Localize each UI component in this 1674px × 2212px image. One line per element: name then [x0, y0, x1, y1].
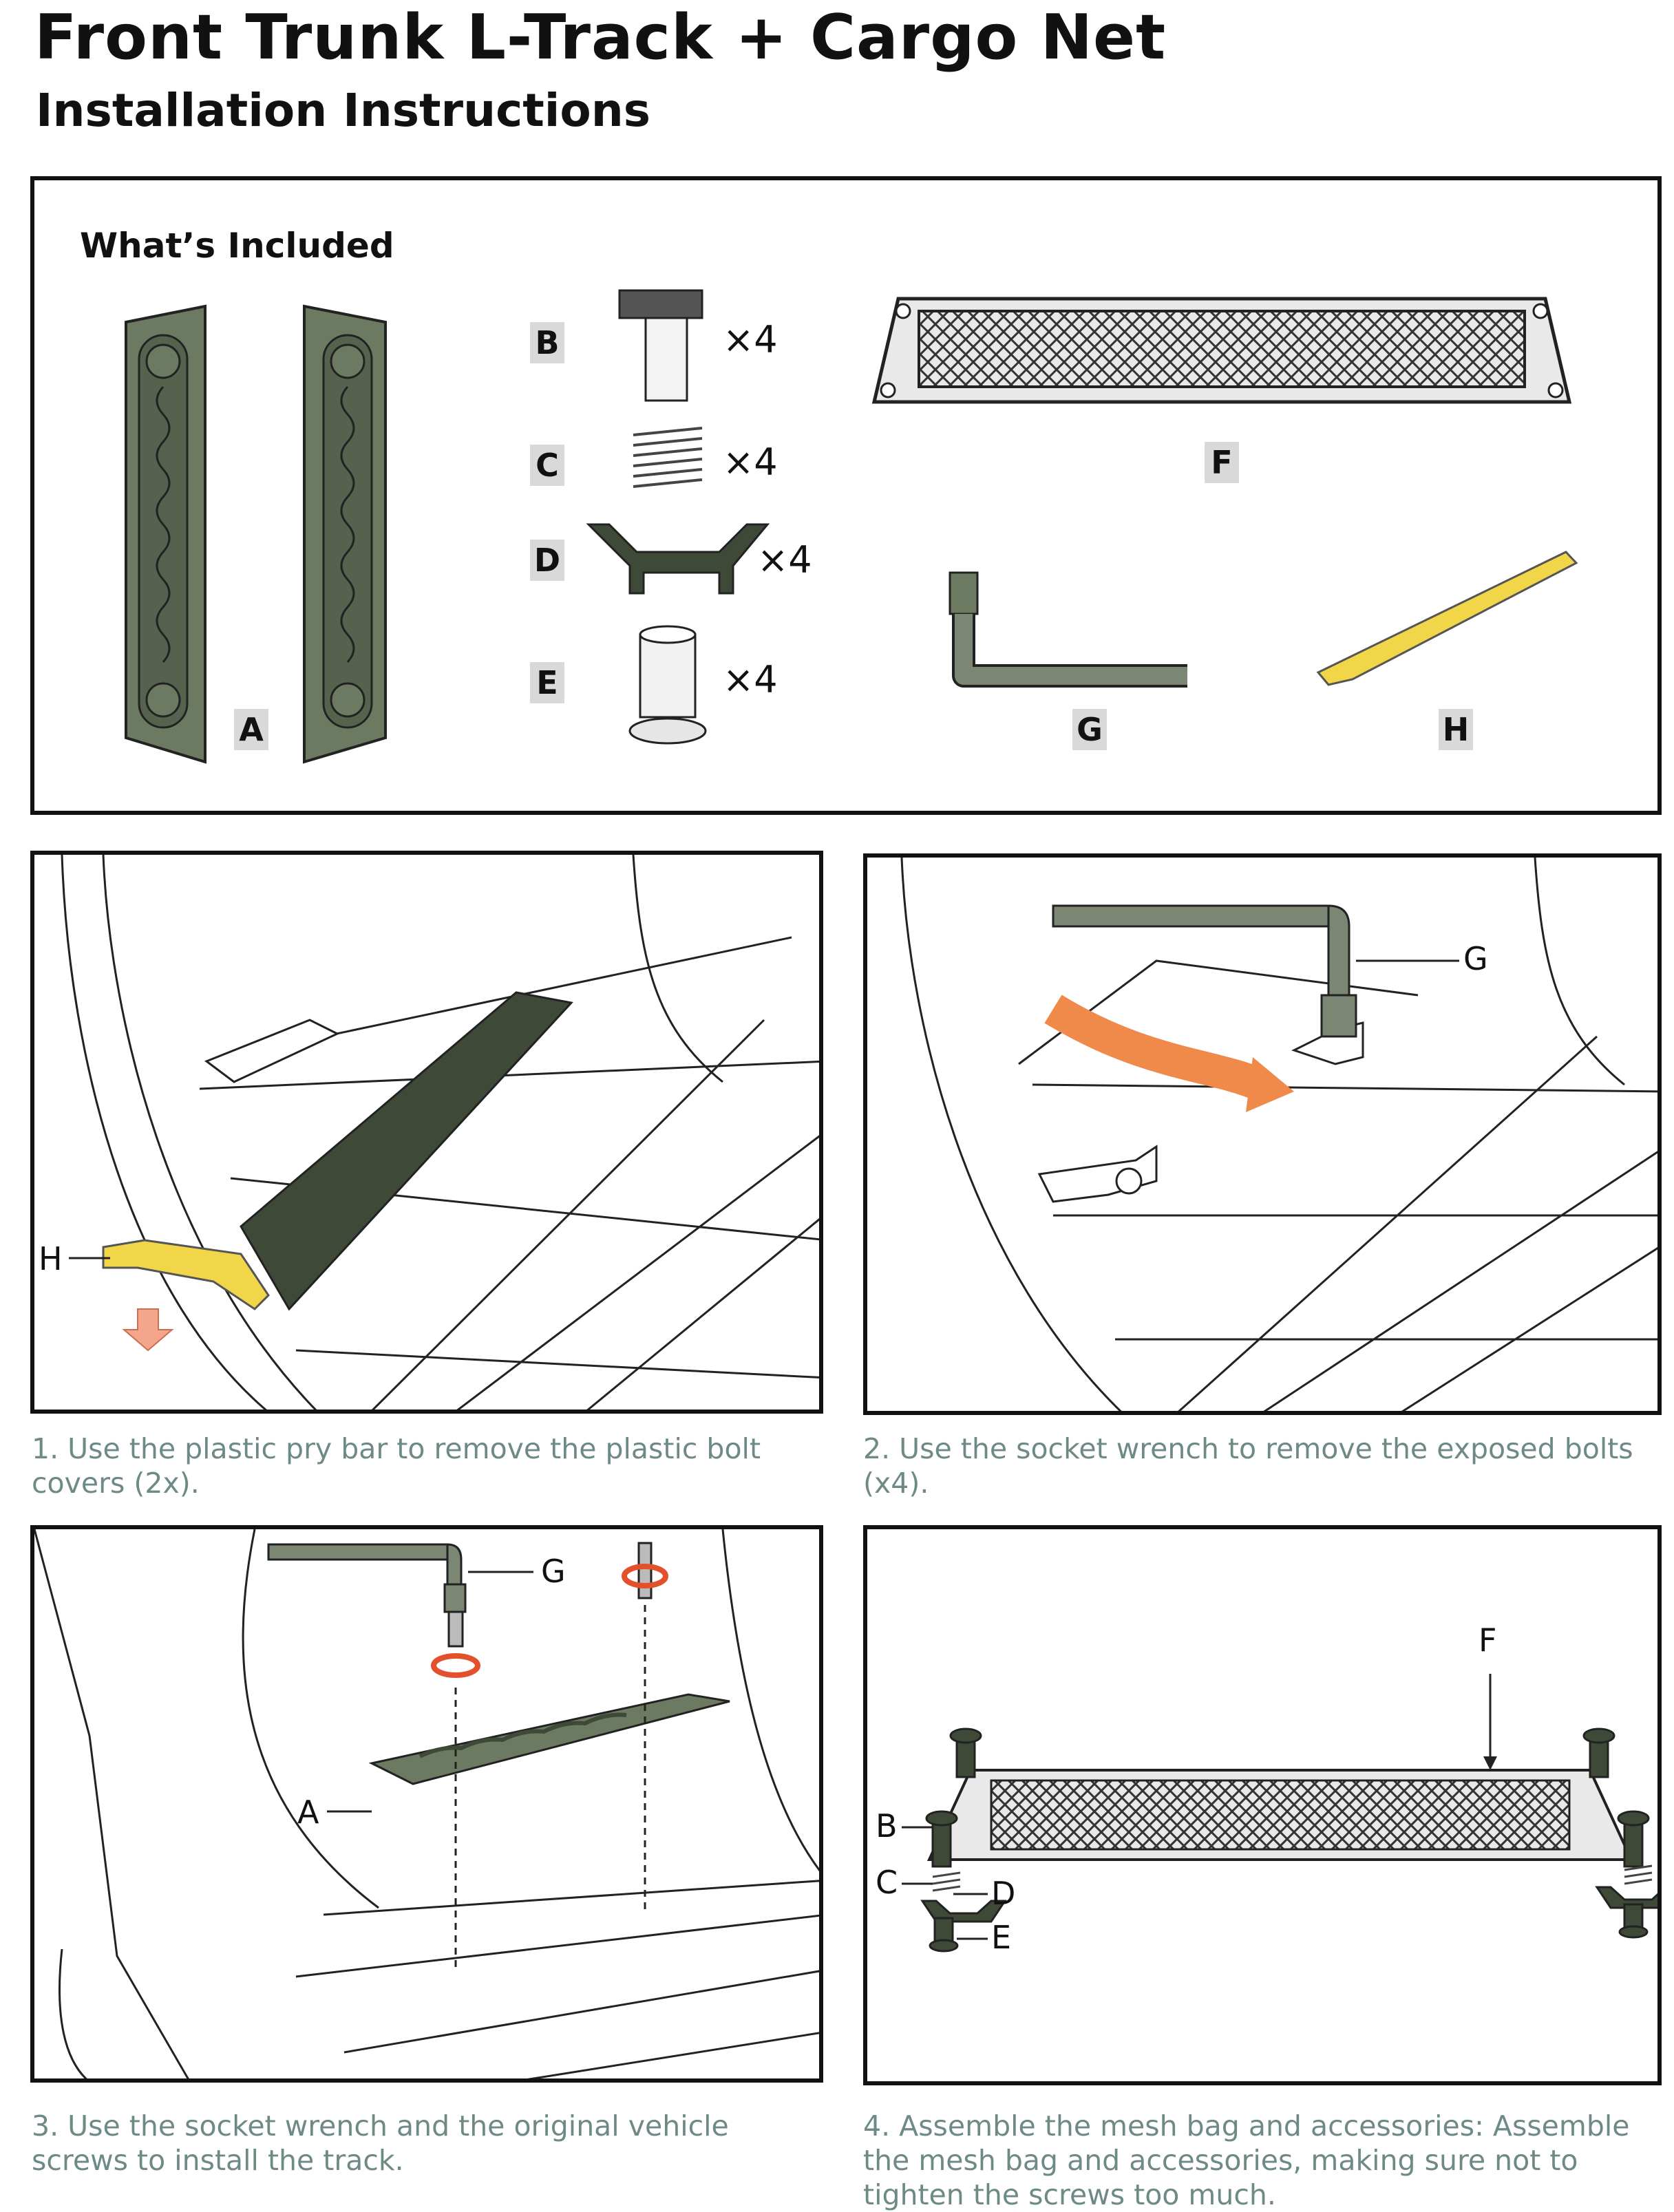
step-3-panel: G A: [30, 1525, 823, 2083]
step-1-panel: H: [30, 851, 823, 1414]
part-qty-d: ×4: [757, 538, 812, 582]
step-2-caption: 2. Use the socket wrench to remove the e…: [863, 1432, 1633, 1500]
part-label-d: D: [530, 540, 564, 581]
part-label-e: E: [530, 662, 564, 703]
part-label-a: A: [234, 709, 268, 750]
step-2-panel: G: [863, 853, 1662, 1415]
parts-illustration: [125, 289, 1578, 764]
part-label-f: F: [1205, 442, 1239, 483]
callout-b: B: [876, 1807, 898, 1844]
callout-h: H: [39, 1240, 63, 1277]
part-b-bolt: [618, 289, 703, 402]
step-3-caption: 3. Use the socket wrench and the origina…: [32, 2109, 729, 2177]
step-3-illustration: [34, 1529, 819, 2078]
step-4-panel: F B C D E: [863, 1525, 1662, 2085]
step-4-caption: 4. Assemble the mesh bag and accessories…: [863, 2109, 1630, 2211]
part-c-spring: [633, 427, 703, 488]
step-4-illustration: [902, 1674, 1657, 1953]
step-1-illustration: [61, 855, 819, 1410]
callout-e: E: [991, 1919, 1012, 1956]
part-label-c: C: [530, 445, 564, 486]
callout-d: D: [991, 1875, 1016, 1912]
part-label-b: B: [530, 322, 564, 363]
callout-g: G: [541, 1553, 566, 1590]
part-d-clip: [586, 523, 770, 595]
part-a-track-right: [303, 304, 387, 764]
part-qty-c: ×4: [723, 440, 778, 484]
whats-included-panel: What’s Included: [30, 176, 1662, 815]
callout-c: C: [876, 1864, 898, 1901]
part-g-wrench: [949, 571, 1187, 688]
callout-g: G: [1463, 940, 1488, 977]
whats-included-heading: What’s Included: [80, 226, 394, 266]
callout-f: F: [1479, 1621, 1497, 1659]
part-e-foot: [628, 625, 707, 745]
step-1-caption: 1. Use the plastic pry bar to remove the…: [32, 1432, 761, 1500]
part-a-track-left: [125, 304, 206, 764]
page-title: Front Trunk L-Track + Cargo Net: [34, 1, 1167, 74]
part-label-g: G: [1072, 709, 1107, 750]
part-label-h: H: [1439, 709, 1473, 750]
page-subtitle: Installation Instructions: [36, 84, 650, 137]
step-2-illustration: [900, 858, 1657, 1411]
part-f-cargo-net: [871, 297, 1572, 404]
callout-a: A: [297, 1794, 319, 1831]
part-qty-e: ×4: [723, 658, 778, 701]
part-h-pry-bar: [1316, 551, 1578, 686]
part-qty-b: ×4: [723, 318, 778, 361]
